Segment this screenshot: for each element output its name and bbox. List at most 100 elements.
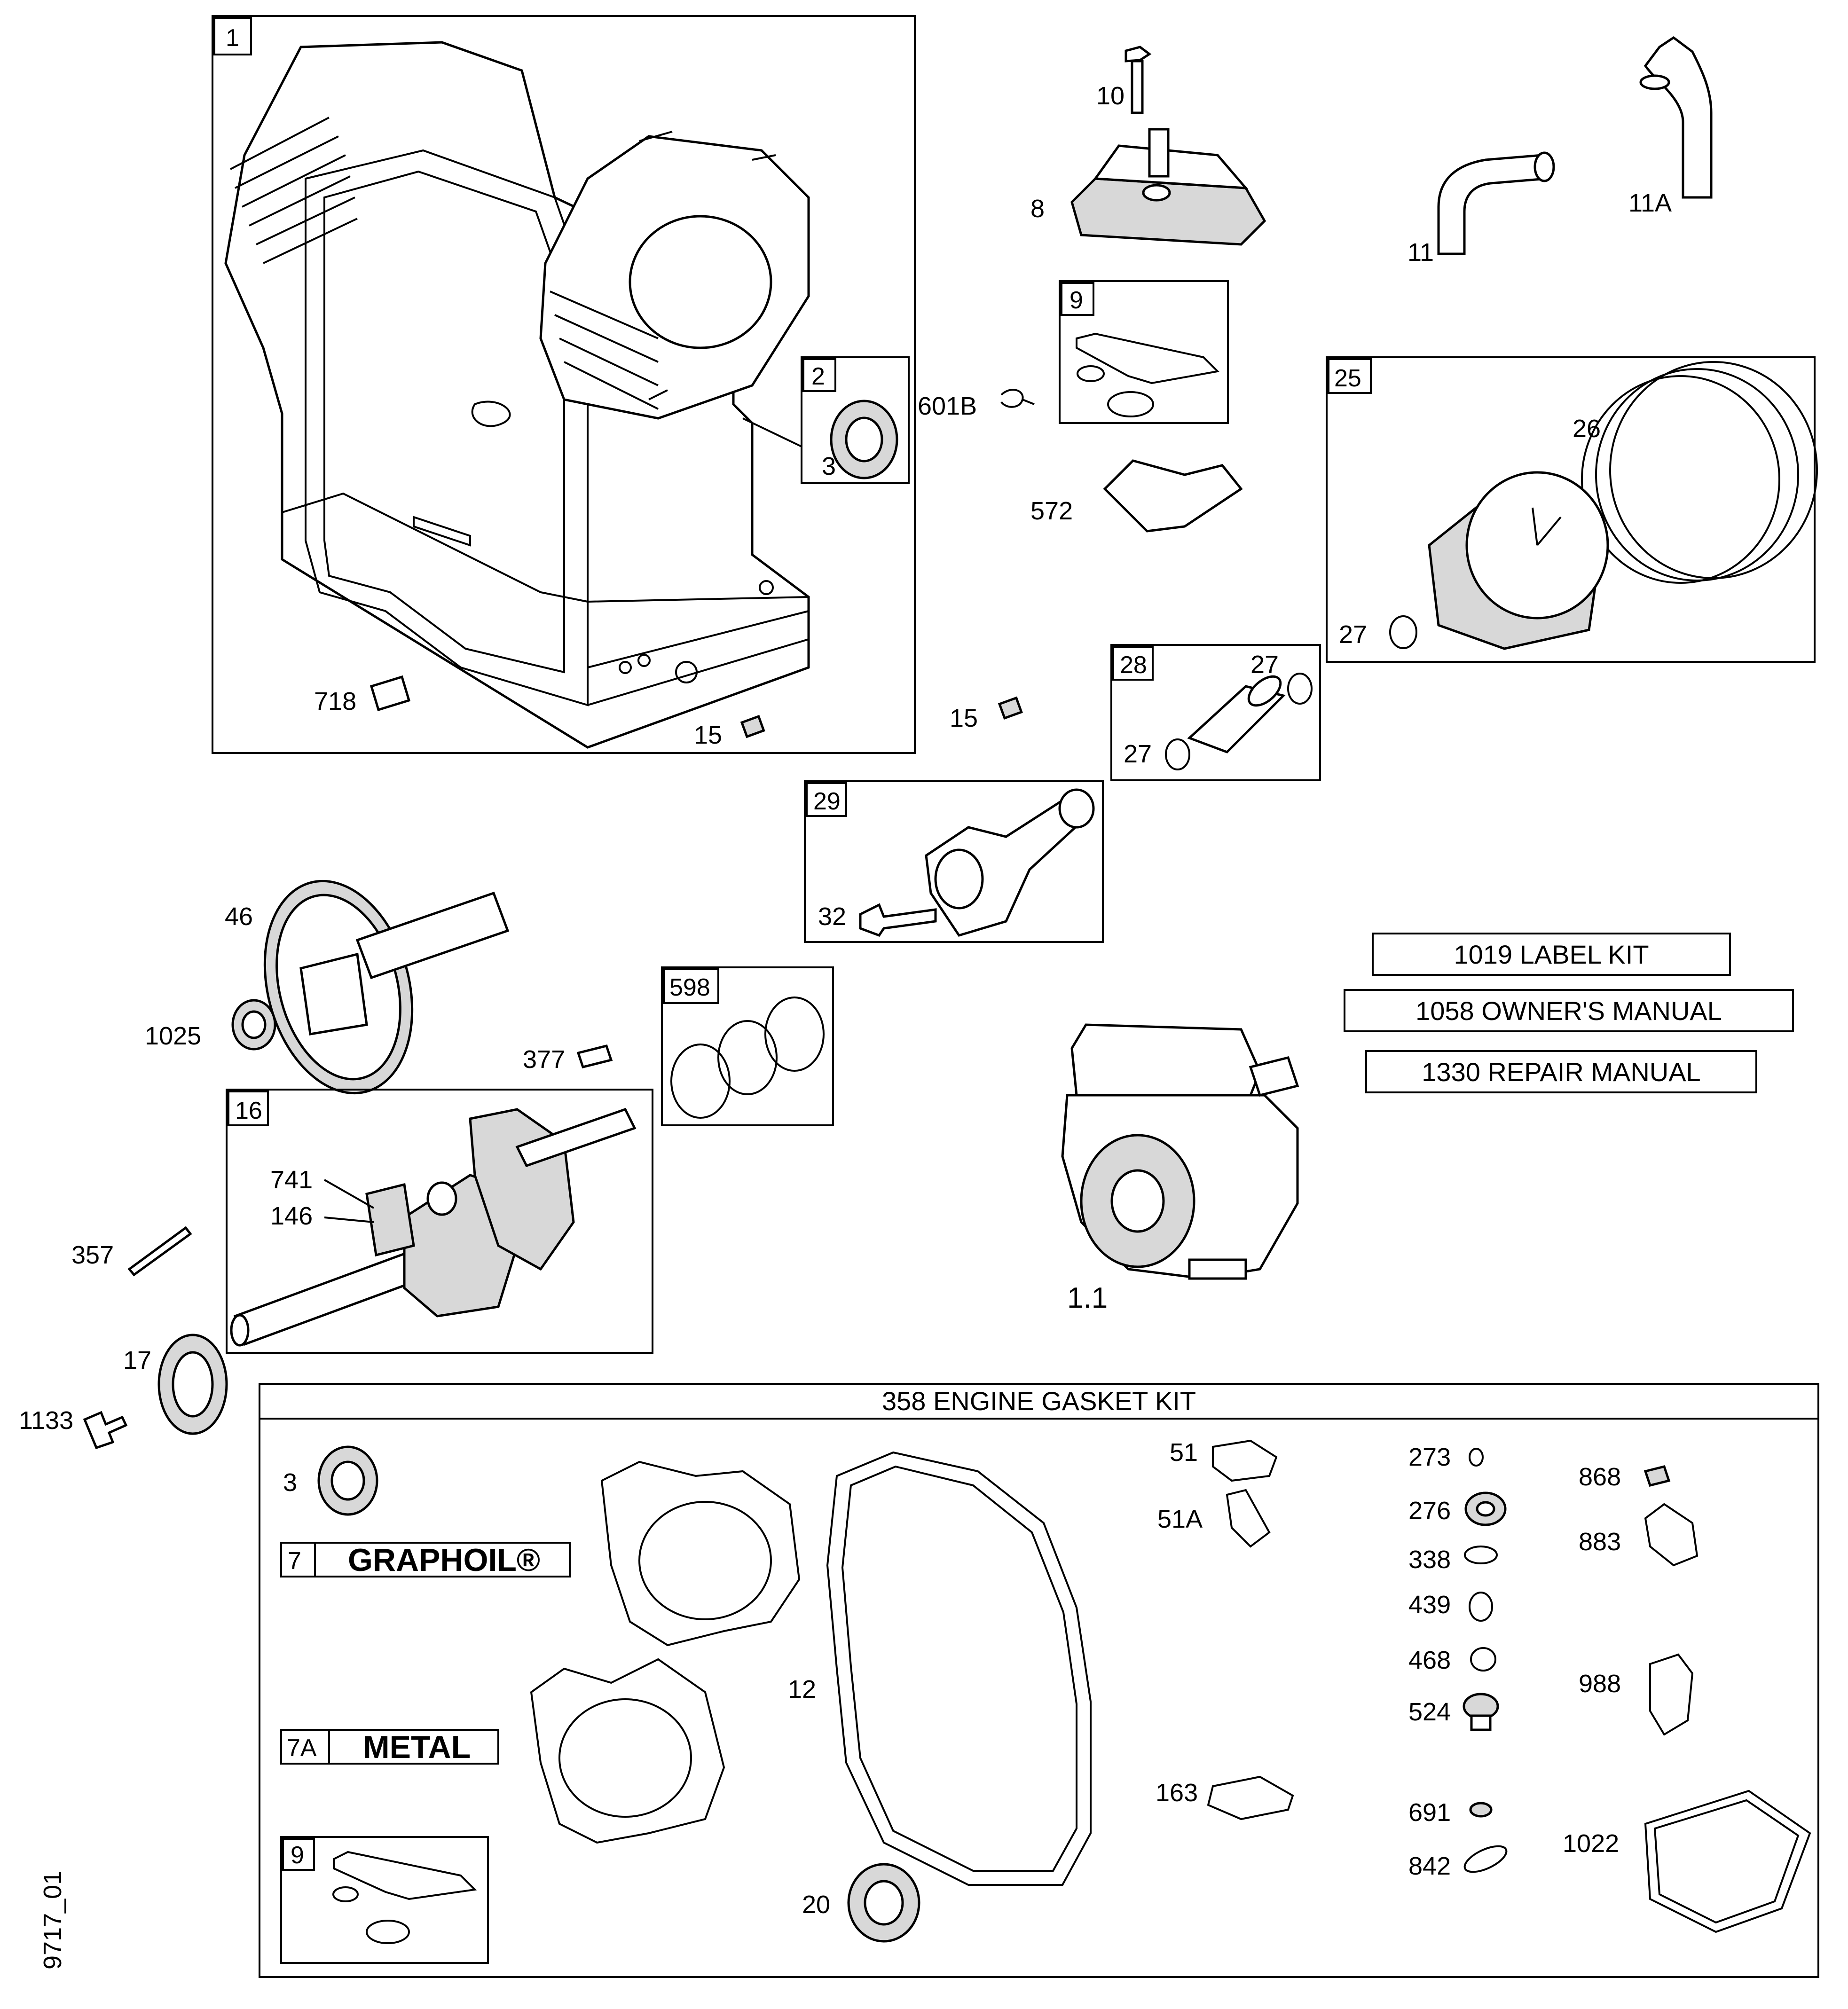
- metal-box: [280, 1729, 499, 1765]
- gk-label-51: 51: [1170, 1438, 1198, 1467]
- key-357-part: [127, 1226, 192, 1277]
- head-gasket-metal: [530, 1658, 725, 1844]
- part-label-46: 46: [225, 902, 253, 931]
- gk-label-20: 20: [802, 1891, 830, 1919]
- piston-number-box: [1328, 358, 1372, 394]
- hose-11-end: [1533, 151, 1555, 182]
- part-label-357: 357: [71, 1241, 114, 1269]
- part-label-11: 11: [1408, 238, 1434, 267]
- label-kit-text: 1019 LABEL KIT: [1454, 940, 1649, 969]
- repair-manual-text: 1330 REPAIR MANUAL: [1422, 1057, 1700, 1087]
- oil-seal-inner: [845, 416, 883, 463]
- breather-gasket-number-box: [1061, 282, 1094, 316]
- leader-741: [324, 1179, 374, 1209]
- part-1022: [1644, 1789, 1811, 1933]
- gk-label-338: 338: [1408, 1546, 1451, 1574]
- bolt-head: [1125, 46, 1152, 63]
- gk-label-468: 468: [1408, 1646, 1451, 1674]
- owners-manual-text: 1058 OWNER'S MANUAL: [1415, 996, 1722, 1026]
- engine-assembly-group: 1.1: [1061, 1023, 1299, 1314]
- part-label-27-b: 27: [1250, 651, 1279, 679]
- crankshaft-number-box: [228, 1091, 269, 1126]
- kit-list: 1019 LABEL KIT 1058 OWNER'S MANUAL 1330 …: [1344, 933, 1794, 1093]
- piston-pin-group: 28 27 27: [1110, 644, 1321, 781]
- part-276-inner: [1476, 1501, 1495, 1517]
- metal-text: METAL: [363, 1729, 471, 1765]
- part-label-1133: 1133: [19, 1406, 73, 1435]
- leader-146: [324, 1216, 374, 1223]
- main-bearing-inner: [172, 1351, 214, 1418]
- part-label-10: 10: [1096, 82, 1125, 110]
- label-kit-box: [1372, 933, 1731, 976]
- head-gasket-metal-bore: [558, 1698, 692, 1818]
- part-468: [1470, 1647, 1496, 1672]
- oring-number-box: [663, 968, 719, 1004]
- gk-label-883: 883: [1579, 1528, 1621, 1556]
- plug-part-a: [740, 714, 765, 738]
- rod-big-end: [934, 848, 984, 910]
- piston-number: 25: [1334, 365, 1361, 392]
- oring-box: [661, 966, 834, 1126]
- gk-breather-gasket-part: [333, 1851, 477, 1900]
- dowel-pin-part: [370, 675, 411, 712]
- gasket-kit-title: 358 ENGINE GASKET KIT: [882, 1386, 1196, 1416]
- part-label-15-b: 15: [950, 704, 978, 732]
- gk-label-691: 691: [1408, 1798, 1451, 1827]
- part-label-572: 572: [1030, 497, 1073, 525]
- part-524-stem: [1470, 1714, 1492, 1731]
- crankshaft-number: 16: [235, 1097, 262, 1124]
- gk-label-439: 439: [1408, 1591, 1451, 1619]
- gasket-163-part: [1207, 1775, 1294, 1821]
- engine-flywheel-center: [1110, 1169, 1165, 1233]
- diagram-id: 9717_01: [39, 1871, 67, 1970]
- crankshaft-pto-shaft: [233, 1248, 425, 1346]
- crankcase-number: 1: [226, 24, 239, 52]
- crank-pin: [426, 1181, 457, 1216]
- piston-pin-end: [1247, 675, 1282, 707]
- connecting-rod-box: [804, 780, 1104, 943]
- oring-number: 598: [669, 974, 710, 1001]
- part-label-718: 718: [314, 687, 356, 715]
- part-label-146: 146: [270, 1202, 313, 1230]
- hose-group: 11 11A: [1408, 36, 1713, 267]
- part-988: [1649, 1653, 1694, 1736]
- part-label-1.1: 1.1: [1067, 1282, 1108, 1314]
- part-273: [1469, 1448, 1484, 1467]
- crankcase-illustration: [224, 41, 810, 749]
- part-691: [1469, 1802, 1493, 1818]
- gasket-kit-box: [259, 1383, 1819, 1978]
- gk-label-842: 842: [1408, 1852, 1451, 1880]
- crankcase-gasket-inner: [841, 1465, 1077, 1872]
- camshaft-shaft: [355, 891, 510, 980]
- gk-label-163: 163: [1156, 1779, 1198, 1807]
- gk-label-7A: 7A: [287, 1734, 317, 1762]
- grommet-large: [1107, 391, 1154, 417]
- key-part: [576, 1044, 613, 1068]
- crankshaft-group: 16 741 146: [226, 1089, 653, 1354]
- part-label-601B: 601B: [918, 392, 977, 420]
- breather-gasket-part: [1076, 332, 1220, 385]
- hose-11A-ring: [1639, 74, 1670, 90]
- breather-baffle-part: [1103, 459, 1243, 533]
- gasket-kit-group: 358 ENGINE GASKET KIT 3 7 GRAPHOIL® 7A M…: [259, 1383, 1819, 1978]
- gk-label-273: 273: [1408, 1443, 1451, 1471]
- part-1022-inner: [1653, 1799, 1800, 1924]
- owners-manual-box: [1344, 989, 1794, 1032]
- oring-2: [717, 1020, 778, 1095]
- breather-tube: [1148, 128, 1170, 178]
- cam-lobe: [299, 952, 368, 1036]
- piston-mark: [1532, 507, 1562, 546]
- oring-1: [670, 1044, 731, 1119]
- gk-label-988: 988: [1579, 1670, 1621, 1698]
- gk-breather-gasket-number: 9: [291, 1842, 304, 1869]
- part-label-27-a: 27: [1339, 620, 1367, 649]
- part-label-8: 8: [1030, 195, 1045, 223]
- head-gasket-graphoil-bore: [638, 1501, 772, 1620]
- part-439: [1469, 1592, 1493, 1622]
- gk-label-868: 868: [1579, 1463, 1621, 1491]
- piston-ring-1: [1609, 361, 1818, 579]
- part-label-377: 377: [523, 1045, 565, 1074]
- grommet-small: [1077, 365, 1105, 382]
- piston-pin-number-box: [1112, 646, 1154, 681]
